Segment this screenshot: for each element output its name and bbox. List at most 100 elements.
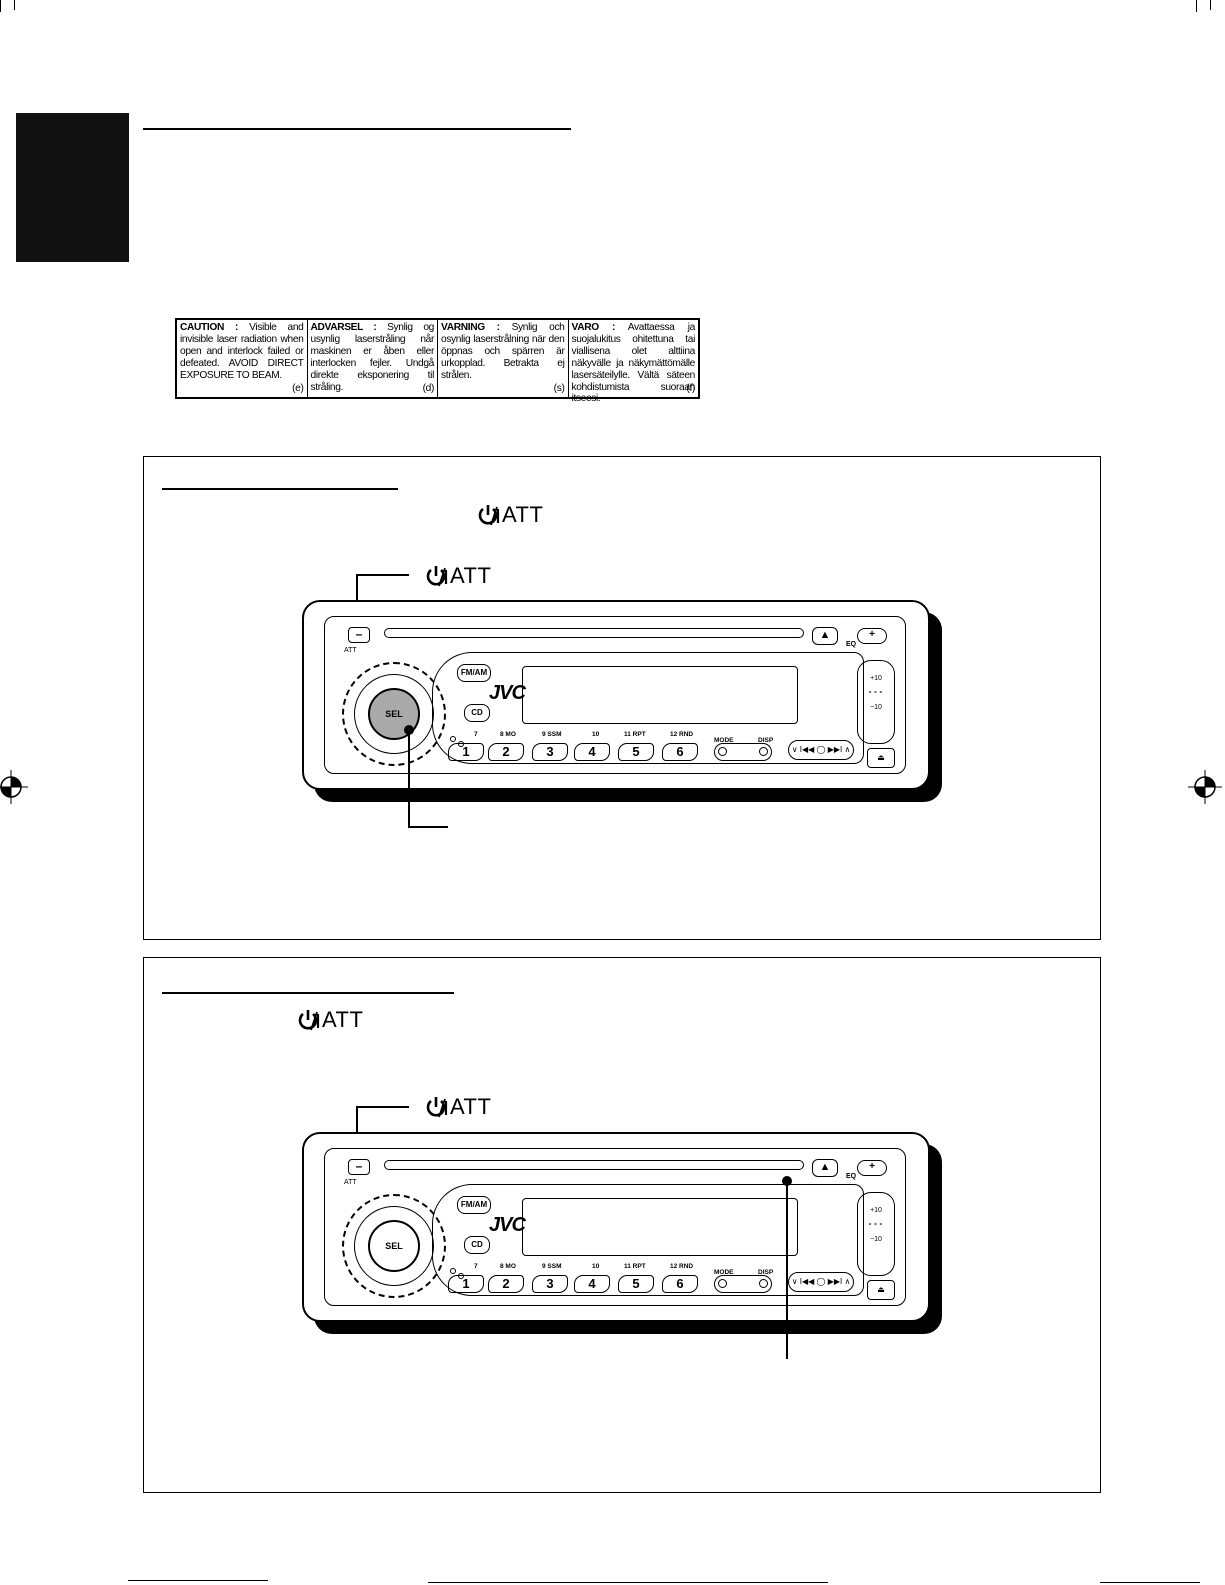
caution-cell-sv: VARNING : Synlig och osynlig laserstråln… bbox=[438, 320, 569, 397]
caution-lang: (f) bbox=[686, 383, 695, 395]
leader-line bbox=[408, 730, 410, 828]
preset-button-1[interactable]: 1 bbox=[448, 743, 484, 761]
att-button[interactable]: – bbox=[348, 1159, 370, 1175]
preset-button-5[interactable]: 5 bbox=[618, 1275, 654, 1293]
plus-button[interactable]: + bbox=[857, 628, 887, 644]
panel-inner bbox=[324, 616, 906, 774]
cd-button[interactable]: CD bbox=[464, 704, 490, 722]
att-button[interactable]: – bbox=[348, 627, 370, 643]
preset-label: 8 MO bbox=[500, 1263, 516, 1270]
eq-label: EQ bbox=[846, 641, 857, 648]
box-heading-rule bbox=[162, 488, 398, 490]
power-standby-icon bbox=[478, 505, 500, 526]
leader-line bbox=[786, 1181, 788, 1359]
instruction-box-1 bbox=[143, 456, 1101, 940]
caution-text: Avattaessa ja suojalukitus ohitettuna ta… bbox=[571, 322, 696, 405]
power-standby-icon bbox=[426, 566, 448, 587]
caution-lang: (d) bbox=[422, 383, 435, 395]
folder-up-label: +10 bbox=[870, 1207, 882, 1214]
preset-button-1[interactable]: 1 bbox=[448, 1275, 484, 1293]
caution-text: Synlig og usynlig laserstråling når mask… bbox=[310, 322, 435, 393]
control-dial[interactable] bbox=[342, 662, 446, 766]
leader-line bbox=[408, 826, 448, 828]
instruction-box-2 bbox=[143, 957, 1101, 1493]
display-window bbox=[522, 1198, 798, 1256]
fm-am-button[interactable]: FM/AM bbox=[457, 664, 491, 682]
preset-button-6[interactable]: 6 bbox=[662, 1275, 698, 1293]
disp-label: DISP bbox=[758, 1269, 774, 1276]
crop-mark bbox=[14, 0, 15, 10]
preset-label: 9 SSM bbox=[542, 1263, 562, 1270]
inline-att-reference: ATT bbox=[296, 1007, 363, 1033]
eject-button[interactable]: ▲ bbox=[812, 627, 838, 645]
mode-disp-buttons[interactable] bbox=[714, 1275, 772, 1293]
cd-button[interactable]: CD bbox=[464, 1236, 490, 1254]
laser-caution-label: CAUTION : Visible and invisible laser ra… bbox=[175, 318, 700, 404]
att-text: ATT bbox=[502, 502, 544, 527]
preset-button-4[interactable]: 4 bbox=[574, 743, 610, 761]
indicator-dot bbox=[458, 1273, 464, 1279]
disp-label: DISP bbox=[758, 737, 774, 744]
bottom-trim-line bbox=[1100, 1582, 1200, 1583]
car-stereo-front-panel: – ATT ▲ EQ + SEL FM/AM JVC CD 7 8 MO 9 S… bbox=[302, 1132, 942, 1334]
crop-mark bbox=[1196, 0, 1197, 12]
preset-button-5[interactable]: 5 bbox=[618, 743, 654, 761]
panel-inner bbox=[324, 1148, 906, 1306]
preset-button-2[interactable]: 2 bbox=[488, 1275, 524, 1293]
release-button[interactable]: ⏏ bbox=[867, 748, 895, 768]
callout-att-label: ATT bbox=[424, 1094, 491, 1120]
att-small-label: ATT bbox=[344, 1179, 357, 1186]
fm-am-button[interactable]: FM/AM bbox=[457, 1196, 491, 1214]
inline-att-reference: ATT bbox=[476, 502, 543, 528]
eject-button[interactable]: ▲ bbox=[812, 1159, 838, 1177]
crop-mark bbox=[0, 0, 1, 12]
control-dial-ring bbox=[354, 1206, 434, 1286]
preset-button-4[interactable]: 4 bbox=[574, 1275, 610, 1293]
att-text: ATT bbox=[322, 1007, 364, 1032]
preset-label: 12 RND bbox=[670, 1263, 694, 1270]
plus-button[interactable]: + bbox=[857, 1160, 887, 1176]
preset-label: 9 SSM bbox=[542, 731, 562, 738]
section-title-rule bbox=[143, 128, 571, 130]
indicator-dot bbox=[458, 741, 464, 747]
crop-mark bbox=[1210, 0, 1211, 10]
caution-cell-en: CAUTION : Visible and invisible laser ra… bbox=[177, 320, 308, 397]
folder-down-label: −10 bbox=[870, 1236, 882, 1243]
preset-button-6[interactable]: 6 bbox=[662, 743, 698, 761]
bottom-trim-line bbox=[428, 1582, 828, 1583]
att-text: ATT bbox=[450, 1094, 492, 1119]
caution-lang: (s) bbox=[553, 383, 565, 395]
mode-label: MODE bbox=[714, 1269, 734, 1276]
eq-label: EQ bbox=[846, 1173, 857, 1180]
preset-button-2[interactable]: 2 bbox=[488, 743, 524, 761]
skip-buttons[interactable]: ∨ I◀◀ ◯ ▶▶I ∧ bbox=[788, 740, 854, 760]
preset-button-3[interactable]: 3 bbox=[532, 1275, 568, 1293]
preset-label: 7 bbox=[474, 1263, 478, 1270]
preset-label: 8 MO bbox=[500, 731, 516, 738]
control-dial[interactable] bbox=[342, 1194, 446, 1298]
caution-title: VARO : bbox=[571, 322, 616, 333]
preset-label: 11 RPT bbox=[624, 731, 646, 738]
mode-label: MODE bbox=[714, 737, 734, 744]
folder-pad[interactable]: +10 ∘∘∘ −10 bbox=[857, 1192, 895, 1276]
caution-title: ADVARSEL : bbox=[310, 322, 377, 333]
folder-down-label: −10 bbox=[870, 704, 882, 711]
display-window bbox=[522, 666, 798, 724]
release-button[interactable]: ⏏ bbox=[867, 1280, 895, 1300]
mode-disp-buttons[interactable] bbox=[714, 743, 772, 761]
bottom-trim-line bbox=[128, 1580, 268, 1581]
preset-button-3[interactable]: 3 bbox=[532, 743, 568, 761]
skip-buttons[interactable]: ∨ I◀◀ ◯ ▶▶I ∧ bbox=[788, 1272, 854, 1292]
folder-pad[interactable]: +10 ∘∘∘ −10 bbox=[857, 660, 895, 744]
preset-label: 10 bbox=[592, 731, 600, 738]
sel-button[interactable]: SEL bbox=[368, 1220, 420, 1272]
language-tab bbox=[16, 113, 129, 262]
att-text: ATT bbox=[450, 563, 492, 588]
caution-title: VARNING : bbox=[441, 322, 500, 333]
caution-cell-fi: VARO : Avattaessa ja suojalukitus ohitet… bbox=[569, 320, 699, 404]
leader-line bbox=[357, 1106, 409, 1108]
folder-up-label: +10 bbox=[870, 675, 882, 682]
caution-text: Visible and invisible laser radiation wh… bbox=[180, 322, 304, 381]
indicator-dot bbox=[450, 736, 456, 742]
caution-lang: (e) bbox=[292, 383, 304, 395]
